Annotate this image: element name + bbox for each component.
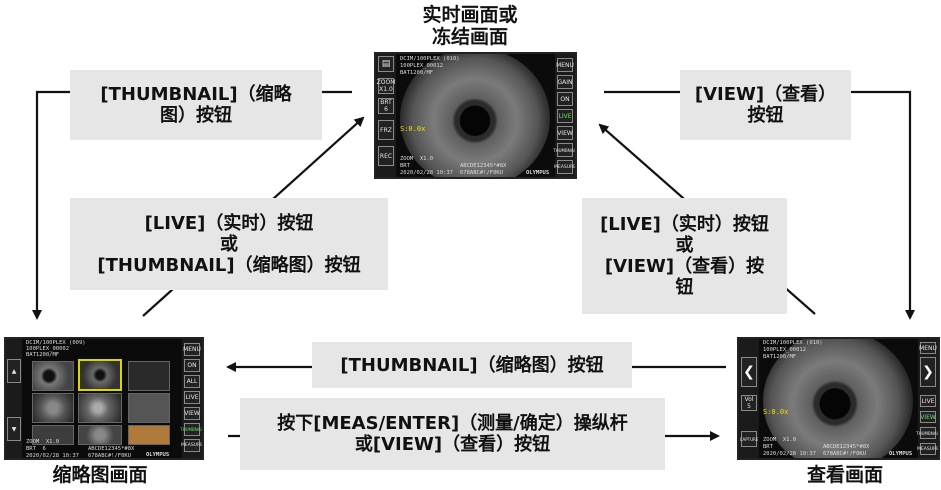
- view-file: 100PLEX_00012: [763, 347, 807, 353]
- thumbnail-8[interactable]: [78, 425, 122, 445]
- thumbnail-screen: ▲ ▼ MENU ON ALL LIVE VIEW THUMBNAIL MEAS…: [4, 337, 204, 460]
- live-serial2: 678ABC#!/F0KU: [460, 170, 504, 176]
- thumb-date: 2020/02/28 10:37: [26, 453, 79, 459]
- thumb-measure-button[interactable]: MEASURE: [181, 439, 202, 452]
- live-serial: ABCDE12345*#8X: [460, 163, 507, 169]
- thumb-menu-button[interactable]: MENU: [183, 343, 201, 356]
- label-live-or-thumbnail-button: [LIVE]（实时）按钮 或 [THUMBNAIL]（缩略图）按钮: [70, 198, 388, 290]
- thumb-on-button[interactable]: ON: [184, 359, 200, 372]
- thumb-bat: BAT1200/MF: [26, 352, 60, 358]
- live-gain-button[interactable]: GAIN: [557, 75, 573, 89]
- thumbnail-9[interactable]: [128, 425, 170, 445]
- label-view-button-top: [VIEW]（查看） 按钮: [680, 70, 851, 140]
- view-serial2: 678ABC#!/F0KU: [823, 451, 867, 457]
- previous-image-button[interactable]: ❮: [741, 357, 757, 387]
- view-scale: S:0.0x: [763, 408, 789, 416]
- label-thumbnail-button-bottom: [THUMBNAIL]（缩略图）按钮: [312, 342, 632, 388]
- view-view-button[interactable]: VIEW: [920, 411, 936, 423]
- view-date: 2020/02/28 10:37: [763, 451, 816, 457]
- thumb-thumbnail-button[interactable]: THUMBNAIL: [180, 423, 202, 436]
- thumb-zoom-readout: ZOOM X1.0: [26, 439, 60, 445]
- scroll-down-button[interactable]: ▼: [7, 417, 21, 441]
- title-live-screen: 实时画面或 冻结画面: [422, 4, 518, 48]
- thumbnail-1[interactable]: [32, 361, 74, 391]
- folder-icon[interactable]: ▤: [378, 56, 394, 72]
- thumbnail-4[interactable]: [32, 393, 74, 423]
- live-measure-button[interactable]: MEASURE: [554, 160, 575, 174]
- live-path: DCIM/100PLEX (010): [400, 56, 460, 62]
- label-thumbnail-button-top: [THUMBNAIL]（缩略 图）按钮: [70, 70, 322, 140]
- thumbnail-3[interactable]: [128, 361, 170, 391]
- view-thumbnail-button[interactable]: THUMBNAIL: [916, 427, 938, 439]
- view-scope-image: [763, 339, 913, 458]
- scroll-up-button[interactable]: ▲: [7, 359, 21, 383]
- view-screen: ❮ ❯ Vol 5 CAPTURE MENU LIVE VIEW THUMBNA…: [737, 337, 940, 460]
- next-image-button[interactable]: ❯: [920, 357, 936, 387]
- live-menu-button[interactable]: MENU: [556, 58, 574, 72]
- live-frz-button[interactable]: FRZ: [378, 120, 394, 140]
- thumb-all-button[interactable]: ALL: [184, 375, 200, 388]
- title-thumbnail-screen: 缩略图画面: [52, 464, 148, 486]
- live-live-button[interactable]: LIVE: [557, 109, 573, 123]
- live-file: 100PLEX_00012: [400, 63, 444, 69]
- label-meas-or-view-button: 按下[MEAS/ENTER]（测量/确定）操纵杆 或[VIEW]（查看）按钮: [240, 398, 665, 470]
- thumb-file: 100PLEX_00002: [26, 346, 70, 352]
- live-brt-readout: BRT: [400, 163, 410, 169]
- thumb-serial2: 678ABC#!/F0KU: [88, 453, 132, 459]
- thumbnail-5[interactable]: [78, 393, 122, 423]
- thumb-serial: ABCDE12345*#8X: [88, 446, 135, 452]
- view-path: DCIM/100PLEX (010): [763, 340, 823, 346]
- title-view-screen: 查看画面: [806, 464, 883, 486]
- live-zoom-readout: ZOOM X1.0: [400, 156, 434, 162]
- live-bat: BAT1200/MF: [400, 70, 434, 76]
- thumb-live-button[interactable]: LIVE: [184, 391, 200, 404]
- live-brand: OLYMPUS: [526, 170, 550, 176]
- live-screen: ▤ ZOOM X1.0 BRT 6 FRZ REC MENU GAIN ON L…: [374, 52, 577, 179]
- view-vol-button[interactable]: Vol 5: [741, 395, 757, 411]
- live-scale: S:0.0x: [400, 125, 426, 133]
- view-measure-button[interactable]: MEASURE: [917, 443, 938, 455]
- thumbnail-2[interactable]: [78, 359, 122, 391]
- thumb-view-button[interactable]: VIEW: [184, 407, 200, 420]
- view-bat: BAT1200/MF: [763, 354, 797, 360]
- view-menu-button[interactable]: MENU: [919, 342, 937, 354]
- thumbnail-6[interactable]: [128, 393, 170, 423]
- live-rec-button[interactable]: REC: [378, 146, 394, 166]
- view-brt-readout: BRT: [763, 444, 773, 450]
- thumb-path: DCIM/100PLEX (009): [26, 340, 86, 346]
- thumb-brand: OLYMPUS: [146, 452, 170, 458]
- thumbnail-7[interactable]: [32, 425, 74, 445]
- thumb-brt-readout: BRT 6: [26, 446, 46, 452]
- live-zoom-button[interactable]: ZOOM X1.0: [376, 78, 396, 94]
- view-zoom-readout: ZOOM X1.0: [763, 437, 797, 443]
- label-live-or-view-button: [LIVE]（实时）按钮 或 [VIEW]（查看）按 钮: [582, 198, 787, 314]
- view-brand: OLYMPUS: [889, 451, 913, 457]
- live-date: 2020/02/28 10:37: [400, 170, 453, 176]
- live-view-button[interactable]: VIEW: [557, 126, 573, 140]
- live-wb-on-button[interactable]: ON: [557, 92, 573, 106]
- view-serial: ABCDE12345*#8X: [823, 444, 870, 450]
- scope-image: [400, 54, 550, 177]
- live-thumbnail-button[interactable]: THUMBNAIL: [553, 143, 575, 157]
- view-capture-button[interactable]: CAPTURE: [740, 431, 758, 447]
- live-brt-button[interactable]: BRT 6: [378, 98, 394, 114]
- view-live-button[interactable]: LIVE: [920, 395, 936, 407]
